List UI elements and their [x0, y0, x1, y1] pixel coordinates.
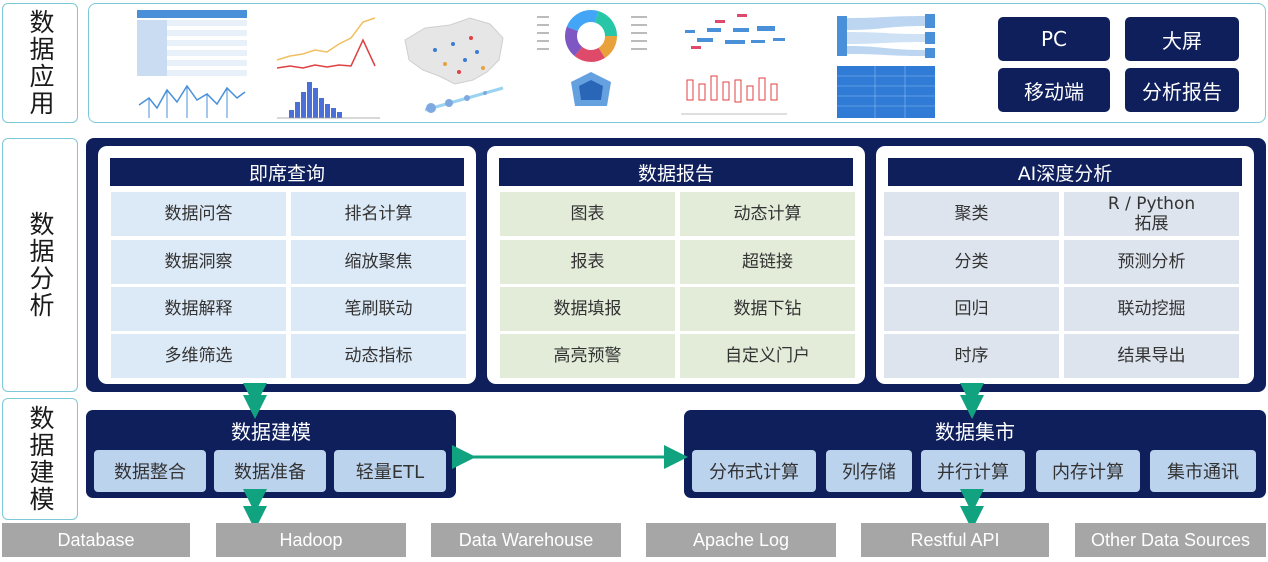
feature-item[interactable]: 高亮预警 — [500, 334, 675, 378]
layer-label-application: 数据应用 — [2, 3, 78, 123]
feature-item[interactable]: 数据洞察 — [111, 240, 286, 284]
modeling-item[interactable]: 数据准备 — [214, 450, 326, 492]
feature-item[interactable]: 数据填报 — [500, 287, 675, 331]
table-chart-thumbnail — [137, 10, 247, 118]
mart-item[interactable]: 集市通讯 — [1150, 450, 1256, 492]
device-bigscreen-button[interactable]: 大屏 — [1125, 17, 1239, 61]
card-title: AI深度分析 — [888, 158, 1242, 186]
feature-item[interactable]: 聚类 — [884, 192, 1059, 236]
card-title: 即席查询 — [110, 158, 464, 186]
source-other: Other Data Sources — [1075, 523, 1266, 557]
feature-item[interactable]: 数据下钻 — [680, 287, 855, 331]
mart-item[interactable]: 列存储 — [826, 450, 912, 492]
application-panel: PC 大屏 移动端 分析报告 — [88, 3, 1266, 123]
data-modeling-box: 数据建模 数据整合 数据准备 轻量ETL — [86, 410, 456, 498]
sankey-table-thumbnail — [837, 14, 935, 118]
mart-item[interactable]: 并行计算 — [921, 450, 1025, 492]
modeling-item[interactable]: 轻量ETL — [334, 450, 446, 492]
source-database: Database — [2, 523, 190, 557]
feature-item[interactable]: 数据问答 — [111, 192, 286, 236]
feature-item[interactable]: 联动挖掘 — [1064, 287, 1239, 331]
wordcloud-boxplot-thumbnail — [681, 14, 787, 115]
donut-radar-thumbnail — [537, 10, 647, 106]
source-restful-api: Restful API — [861, 523, 1049, 557]
layer-label-modeling: 数据建模 — [2, 398, 78, 520]
feature-item[interactable]: 图表 — [500, 192, 675, 236]
feature-item[interactable]: 超链接 — [680, 240, 855, 284]
feature-item[interactable]: 动态指标 — [291, 334, 466, 378]
data-mart-box: 数据集市 分布式计算 列存储 并行计算 内存计算 集市通讯 — [684, 410, 1266, 498]
feature-item[interactable]: 结果导出 — [1064, 334, 1239, 378]
feature-item[interactable]: 自定义门户 — [680, 334, 855, 378]
mart-title: 数据集市 — [935, 419, 1015, 444]
feature-item[interactable]: 多维筛选 — [111, 334, 286, 378]
feature-item[interactable]: 笔刷联动 — [291, 287, 466, 331]
card-title: 数据报告 — [499, 158, 853, 186]
card-data-report: 数据报告 图表 动态计算 报表 超链接 数据填报 数据下钻 高亮预警 自定义门户 — [487, 146, 865, 384]
layer-label-analysis: 数据分析 — [2, 138, 78, 392]
source-apache-log: Apache Log — [646, 523, 836, 557]
device-mobile-button[interactable]: 移动端 — [998, 68, 1110, 112]
source-data-warehouse: Data Warehouse — [431, 523, 621, 557]
modeling-title: 数据建模 — [231, 419, 311, 444]
line-histogram-thumbnail — [276, 17, 380, 119]
card-adhoc-query: 即席查询 数据问答 排名计算 数据洞察 缩放聚焦 数据解释 笔刷联动 多维筛选 … — [98, 146, 476, 384]
mart-item[interactable]: 内存计算 — [1036, 450, 1140, 492]
feature-item[interactable]: 回归 — [884, 287, 1059, 331]
feature-item[interactable]: 分类 — [884, 240, 1059, 284]
feature-item[interactable]: 缩放聚焦 — [291, 240, 466, 284]
mart-item[interactable]: 分布式计算 — [692, 450, 816, 492]
feature-item[interactable]: 数据解释 — [111, 287, 286, 331]
device-report-button[interactable]: 分析报告 — [1125, 68, 1239, 112]
feature-item[interactable]: 排名计算 — [291, 192, 466, 236]
feature-item[interactable]: 报表 — [500, 240, 675, 284]
source-hadoop: Hadoop — [216, 523, 406, 557]
modeling-item[interactable]: 数据整合 — [94, 450, 206, 492]
device-pc-button[interactable]: PC — [998, 17, 1110, 61]
feature-item[interactable]: 动态计算 — [680, 192, 855, 236]
card-ai-analysis: AI深度分析 聚类 R / Python 拓展 分类 预测分析 回归 联动挖掘 … — [876, 146, 1254, 384]
feature-item[interactable]: 时序 — [884, 334, 1059, 378]
feature-item[interactable]: 预测分析 — [1064, 240, 1239, 284]
map-thumbnail — [404, 17, 504, 113]
feature-item[interactable]: R / Python 拓展 — [1064, 192, 1239, 236]
